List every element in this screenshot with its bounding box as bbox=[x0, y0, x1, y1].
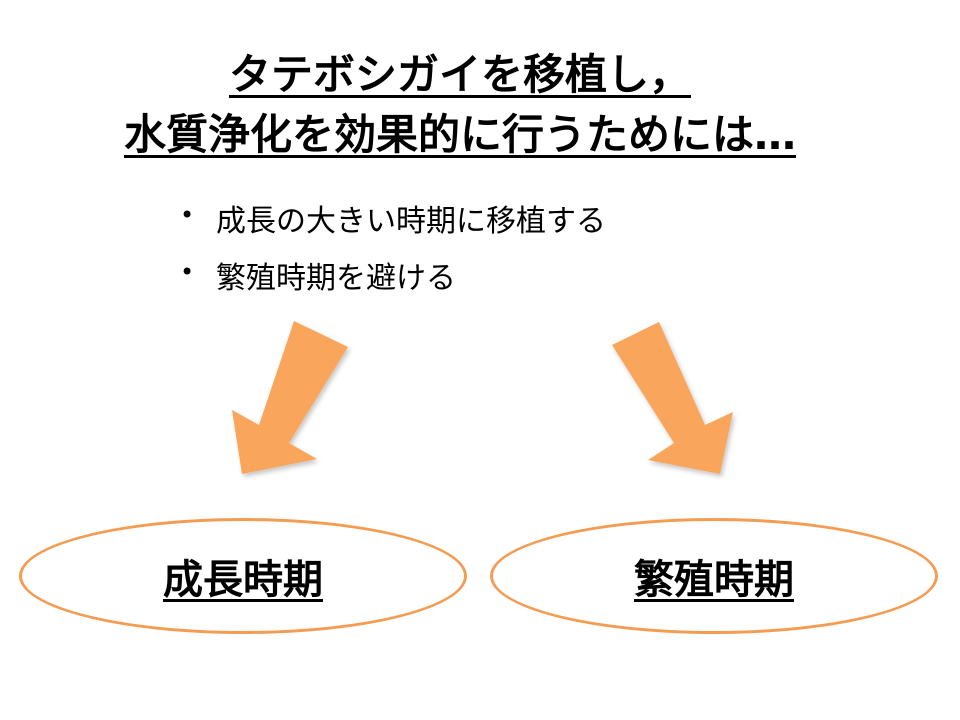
bullet-item: • 繁殖時期を避ける bbox=[176, 250, 606, 307]
bullet-item: • 成長の大きい時期に移植する bbox=[176, 193, 606, 250]
title-line-2-text: 水質浄化を効果的に行うためには… bbox=[123, 110, 796, 159]
growth-period-label: 成長時期 bbox=[163, 557, 323, 603]
bullet-dot-icon: • bbox=[180, 201, 195, 229]
bullet-dot-icon: • bbox=[180, 258, 195, 286]
bullet-text: 成長の大きい時期に移植する bbox=[216, 204, 606, 239]
bullet-list: • 成長の大きい時期に移植する • 繁殖時期を避ける bbox=[176, 193, 606, 307]
breeding-period-label: 繁殖時期 bbox=[634, 557, 794, 603]
growth-period-node: 成長時期 bbox=[19, 518, 467, 634]
breeding-period-node: 繁殖時期 bbox=[490, 518, 938, 634]
arrow-down-right-icon bbox=[612, 322, 733, 474]
title-line-1: タテボシガイを移植し， bbox=[0, 54, 920, 96]
bullet-text: 繁殖時期を避ける bbox=[216, 261, 456, 296]
title-line-2: 水質浄化を効果的に行うためには… bbox=[0, 114, 920, 156]
title-line-1-text: タテボシガイを移植し， bbox=[228, 50, 691, 99]
arrow-down-left-icon bbox=[232, 321, 348, 474]
